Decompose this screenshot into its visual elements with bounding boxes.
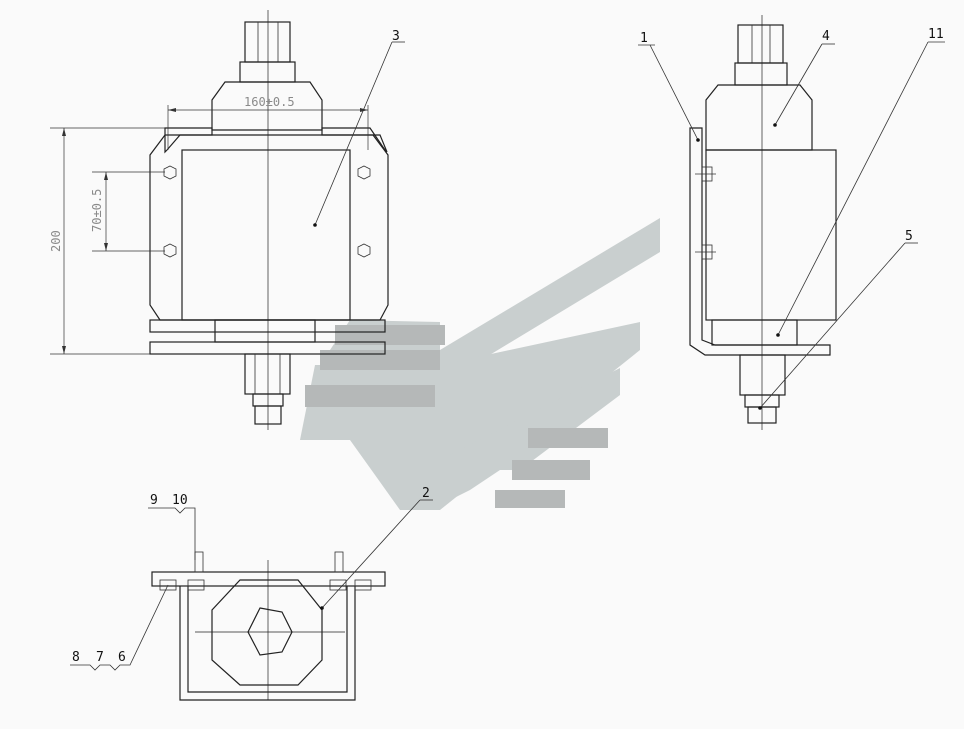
leader-2 [320,499,433,610]
hole-pitch-dimension-label: 70±0.5 [90,189,104,232]
leader-11 [776,41,945,337]
width-dimension-label: 160±0.5 [244,95,295,109]
part-label-10: 10 [172,493,188,508]
part-label-7: 7 [96,650,104,665]
part-label-4: 4 [822,29,830,44]
part-label-3: 3 [392,29,400,44]
part-label-6: 6 [118,650,126,665]
part-label-2: 2 [422,486,430,501]
leader-3 [313,41,405,227]
part-label-8: 8 [72,650,80,665]
part-label-11: 11 [928,27,944,42]
part-label-9: 9 [150,493,158,508]
side-view [689,15,837,430]
leader-8-7-6 [70,584,169,671]
height-dimension-label: 200 [49,230,63,252]
front-view-dimensions [50,105,369,355]
front-view [149,10,389,430]
leader-9-10 [148,507,196,560]
leader-4 [773,43,835,127]
watermark-logo [300,218,660,510]
leader-5 [758,242,918,410]
part-label-5: 5 [905,229,913,244]
bottom-view [151,551,386,701]
leader-1 [638,44,700,142]
part-label-1: 1 [640,31,648,46]
